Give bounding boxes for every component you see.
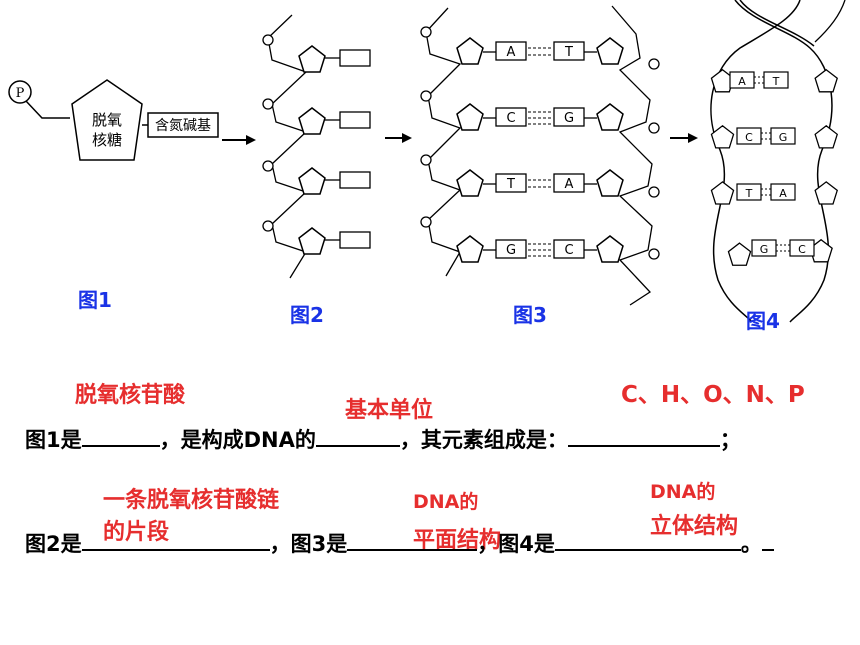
q1-text-4: ； [719,428,741,452]
answer-q2-blank2-line1: DNA的 [413,491,479,513]
q1-blank-2 [315,427,400,447]
arrow-2-head [402,133,412,143]
sugar-label-line1: 脱氧 [92,111,122,129]
q2-trailing-blank [761,531,774,551]
q1-text-2: ，是构成DNA的 [159,428,316,452]
pair3-3-left: T [506,177,515,192]
q2-text-4: 。 [740,532,762,556]
strand-backbone [267,14,308,279]
dna-structure-diagram: P 脱氧 核糖 含氮碱基 [8,0,846,323]
answer-q2-blank1-line1: 一条脱氧核苷酸链 [103,488,280,513]
figure1-label: 图1 [78,288,112,312]
question-line-1: 图1是 ，是构成DNA的 ，其元素组成是： ； [25,424,741,454]
pair4-4-right: C [798,243,806,256]
q1-blank-3 [567,427,720,447]
pair4-3-right: A [779,187,787,200]
answer-q1-blank2: 基本单位 [345,398,434,423]
q2-text-3: ，图4是 [477,532,555,556]
pair3-1-right: T [564,45,573,60]
figure3-label: 图3 [513,303,547,327]
q2-text-2: ，图3是 [269,532,348,556]
answer-q2-blank3-line2: 立体结构 [650,514,739,539]
figure1-nucleotide: P 脱氧 核糖 含氮碱基 [8,79,256,161]
phosphate-circle [8,80,32,104]
figure4-label: 图4 [746,309,780,333]
pair4-3-left: T [745,187,753,200]
pair3-1-left: A [507,45,516,60]
arrow-3-head [688,133,698,143]
answer-q2-blank2-line2: 平面结构 [413,528,502,553]
answer-q2-blank1-line2: 的片段 [103,520,170,545]
q2-text-1: 图2是 [25,532,82,556]
answer-q2-blank3-line1: DNA的 [650,481,716,503]
pair4-2-left: C [745,131,753,144]
figure2-label: 图2 [290,303,324,327]
answer-q1-blank3: C、H、O、N、P [621,382,805,408]
figure2-single-strand [262,14,412,279]
q2-blank-2 [347,531,478,551]
pair4-4-left: G [760,243,769,256]
base-box [147,112,219,138]
pair3-2-right: G [564,111,574,126]
figure3-double-strand: A T C G T A G C [420,5,698,306]
q1-blank-1 [81,427,160,447]
pair4-1-left: A [738,75,746,88]
arrow-1-head [246,135,256,145]
q1-text-3: ，其元素组成是： [399,428,568,452]
figure4-double-helix: A T C G T A G C [710,0,846,323]
deoxyribose-pentagon [71,79,143,161]
pair3-3-right: A [565,177,574,192]
pair3-4-right: C [564,243,573,258]
question-line-2: 图2是 ，图3是 ，图4是 。 [25,528,774,558]
base-label: 含氮碱基 [155,117,211,134]
sugar-label-line2: 核糖 [92,131,122,149]
phosphate-bond [25,100,70,119]
q2-blank-3 [554,531,741,551]
q2-blank-1 [81,531,270,551]
q1-text-1: 图1是 [25,428,82,452]
pair3-2-left: C [506,111,515,126]
pair4-1-right: T [772,75,780,88]
answer-q1-blank1: 脱氧核苷酸 [75,383,186,408]
pair3-4-left: G [506,243,516,258]
pair4-2-right: G [779,131,788,144]
phosphate-symbol: P [16,86,25,101]
